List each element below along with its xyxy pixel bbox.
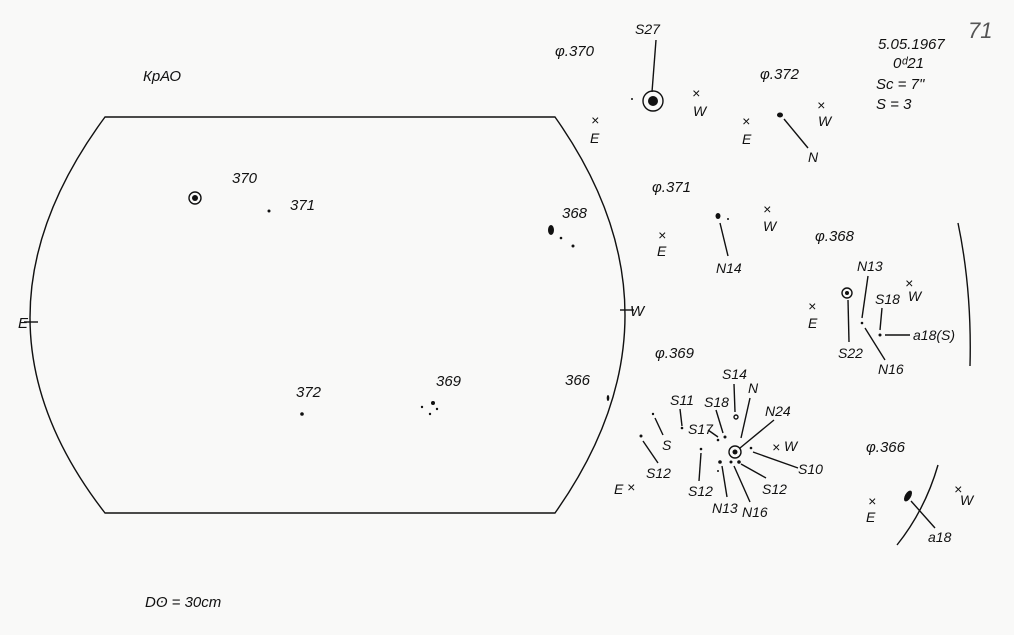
svg-text:×: × bbox=[763, 201, 771, 217]
label: E bbox=[657, 243, 667, 259]
label: N bbox=[808, 149, 819, 165]
group-title: φ.368 bbox=[815, 228, 855, 245]
svg-text:×: × bbox=[868, 493, 876, 509]
label: W bbox=[960, 492, 975, 508]
group-title: φ.369 bbox=[655, 345, 695, 362]
label: W bbox=[763, 218, 778, 234]
label: a18 bbox=[928, 529, 952, 545]
svg-text:×: × bbox=[742, 113, 750, 129]
label: E bbox=[614, 481, 624, 497]
label: N14 bbox=[716, 260, 742, 276]
disc-group-371: 371 bbox=[290, 197, 315, 214]
svg-text:×: × bbox=[954, 481, 962, 497]
time-label: 0ᵈ21 bbox=[893, 55, 924, 72]
group-370-detail: φ.370 S27 × E × W bbox=[555, 21, 708, 146]
label: S17 bbox=[688, 421, 714, 437]
label: S14 bbox=[722, 366, 747, 382]
label: a18(S) bbox=[913, 327, 955, 343]
label: N16 bbox=[878, 361, 904, 377]
disc-east-label: E bbox=[18, 315, 29, 332]
svg-text:×: × bbox=[658, 227, 666, 243]
group-372-detail: φ.372 × E × W N bbox=[742, 66, 833, 165]
svg-text:×: × bbox=[817, 97, 825, 113]
svg-text:×: × bbox=[808, 298, 816, 314]
label: S12 bbox=[646, 465, 671, 481]
group-371-detail: φ.371 × E × W N14 bbox=[652, 179, 778, 276]
label: S27 bbox=[635, 21, 661, 37]
label: W bbox=[818, 113, 833, 129]
cross-mark: × bbox=[772, 439, 780, 455]
label: S22 bbox=[838, 345, 863, 361]
group-title: φ.372 bbox=[760, 66, 800, 83]
spot-371 bbox=[267, 209, 271, 213]
group-title: φ.370 bbox=[555, 43, 595, 60]
svg-text:×: × bbox=[905, 275, 913, 291]
label: N13 bbox=[712, 500, 738, 516]
label: N bbox=[748, 380, 759, 396]
label: N16 bbox=[742, 504, 768, 520]
label: S18 bbox=[875, 291, 900, 307]
cross-mark: × bbox=[591, 112, 599, 128]
label: W bbox=[693, 103, 708, 119]
spot-372 bbox=[300, 412, 304, 416]
spot-370 bbox=[188, 191, 202, 205]
disc-group-368: 368 bbox=[562, 205, 588, 222]
spot-369 bbox=[431, 401, 435, 405]
group-title: φ.371 bbox=[652, 179, 691, 196]
cross-mark: × bbox=[627, 479, 635, 495]
group-366-detail: φ.366 × E × W a18 bbox=[866, 439, 975, 546]
date-label: 5.05.1967 bbox=[878, 36, 945, 53]
label: S12 bbox=[688, 483, 713, 499]
disc-west-label: W bbox=[630, 303, 646, 320]
label: S10 bbox=[798, 461, 823, 477]
cross-mark: × bbox=[692, 85, 700, 101]
label: S12 bbox=[762, 481, 787, 497]
disc-group-369: 369 bbox=[436, 373, 462, 390]
group-369-detail: φ.369 S14 N S11 S18 N24 S17 × W S S10 S1… bbox=[614, 345, 823, 520]
solar-disc-outline bbox=[29, 116, 626, 514]
label: S bbox=[662, 437, 672, 453]
label: W bbox=[784, 438, 799, 454]
disc-group-366: 366 bbox=[565, 372, 591, 389]
spot-368 bbox=[548, 225, 554, 235]
s-value-label: S = 3 bbox=[876, 96, 912, 113]
disc-group-370: 370 bbox=[232, 170, 258, 187]
label: W bbox=[908, 288, 923, 304]
label: S11 bbox=[670, 392, 694, 408]
label: S18 bbox=[704, 394, 729, 410]
label: N13 bbox=[857, 258, 883, 274]
group-368-detail: φ.368 N13 S18 × W × E S22 N16 a18(S) bbox=[808, 222, 971, 377]
label: N24 bbox=[765, 403, 791, 419]
group-title: φ.366 bbox=[866, 439, 906, 456]
disc-group-372: 372 bbox=[296, 384, 322, 401]
observatory-label: КрАО bbox=[143, 68, 181, 85]
label: E bbox=[866, 509, 876, 525]
diameter-note: Dʘ = 30cm bbox=[145, 594, 221, 611]
seeing-label: Sc = 7" bbox=[876, 76, 925, 93]
sheet-number: 71 bbox=[968, 18, 992, 43]
label: E bbox=[742, 131, 752, 147]
spot-366 bbox=[606, 395, 610, 401]
label: E bbox=[590, 130, 600, 146]
label: E bbox=[808, 315, 818, 331]
